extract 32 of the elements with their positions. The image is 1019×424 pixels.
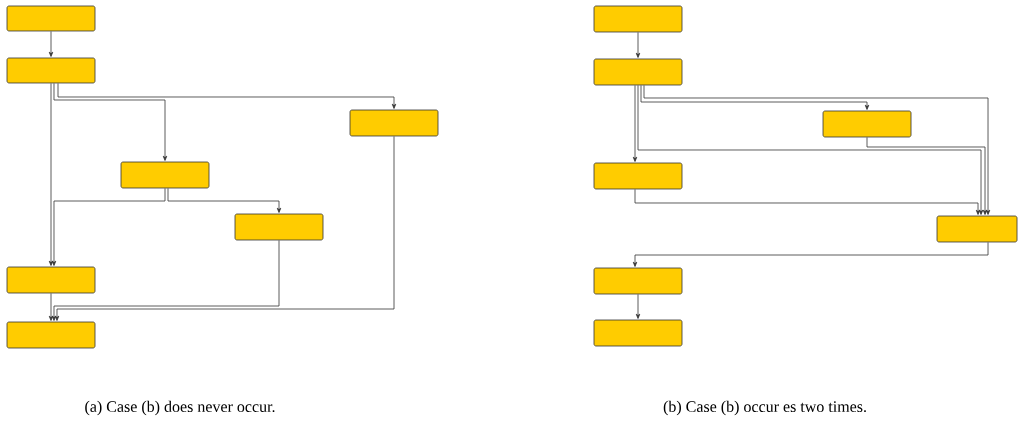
flow-box — [6, 5, 96, 32]
arrow — [51, 188, 166, 266]
arrow — [635, 294, 641, 319]
flow-box — [349, 109, 439, 137]
arrow — [48, 83, 54, 266]
flow-box — [593, 5, 683, 33]
flow-box — [6, 321, 96, 349]
arrow — [48, 293, 54, 321]
flow-box — [6, 57, 96, 84]
flow-box — [936, 215, 1018, 243]
arrow — [167, 188, 282, 213]
flow-box — [593, 319, 683, 347]
arrow — [53, 83, 168, 161]
arrow — [632, 85, 638, 162]
flow-box — [120, 161, 210, 189]
arrow — [54, 136, 395, 321]
arrow — [632, 242, 989, 267]
flow-box — [234, 213, 324, 241]
caption: (b) Case (b) occur es two times. — [663, 400, 866, 416]
arrow — [640, 85, 870, 110]
arrow — [48, 31, 54, 57]
arrow — [51, 240, 280, 321]
flow-box — [593, 162, 683, 190]
flow-box — [6, 266, 96, 294]
caption: (a) Case (b) does never occur. — [85, 400, 275, 416]
arrow — [634, 189, 981, 215]
flow-box — [593, 267, 683, 295]
arrow — [57, 83, 397, 109]
arrow — [635, 32, 641, 58]
flow-box — [593, 58, 683, 86]
arrow — [866, 137, 988, 215]
flow-box — [822, 110, 912, 138]
